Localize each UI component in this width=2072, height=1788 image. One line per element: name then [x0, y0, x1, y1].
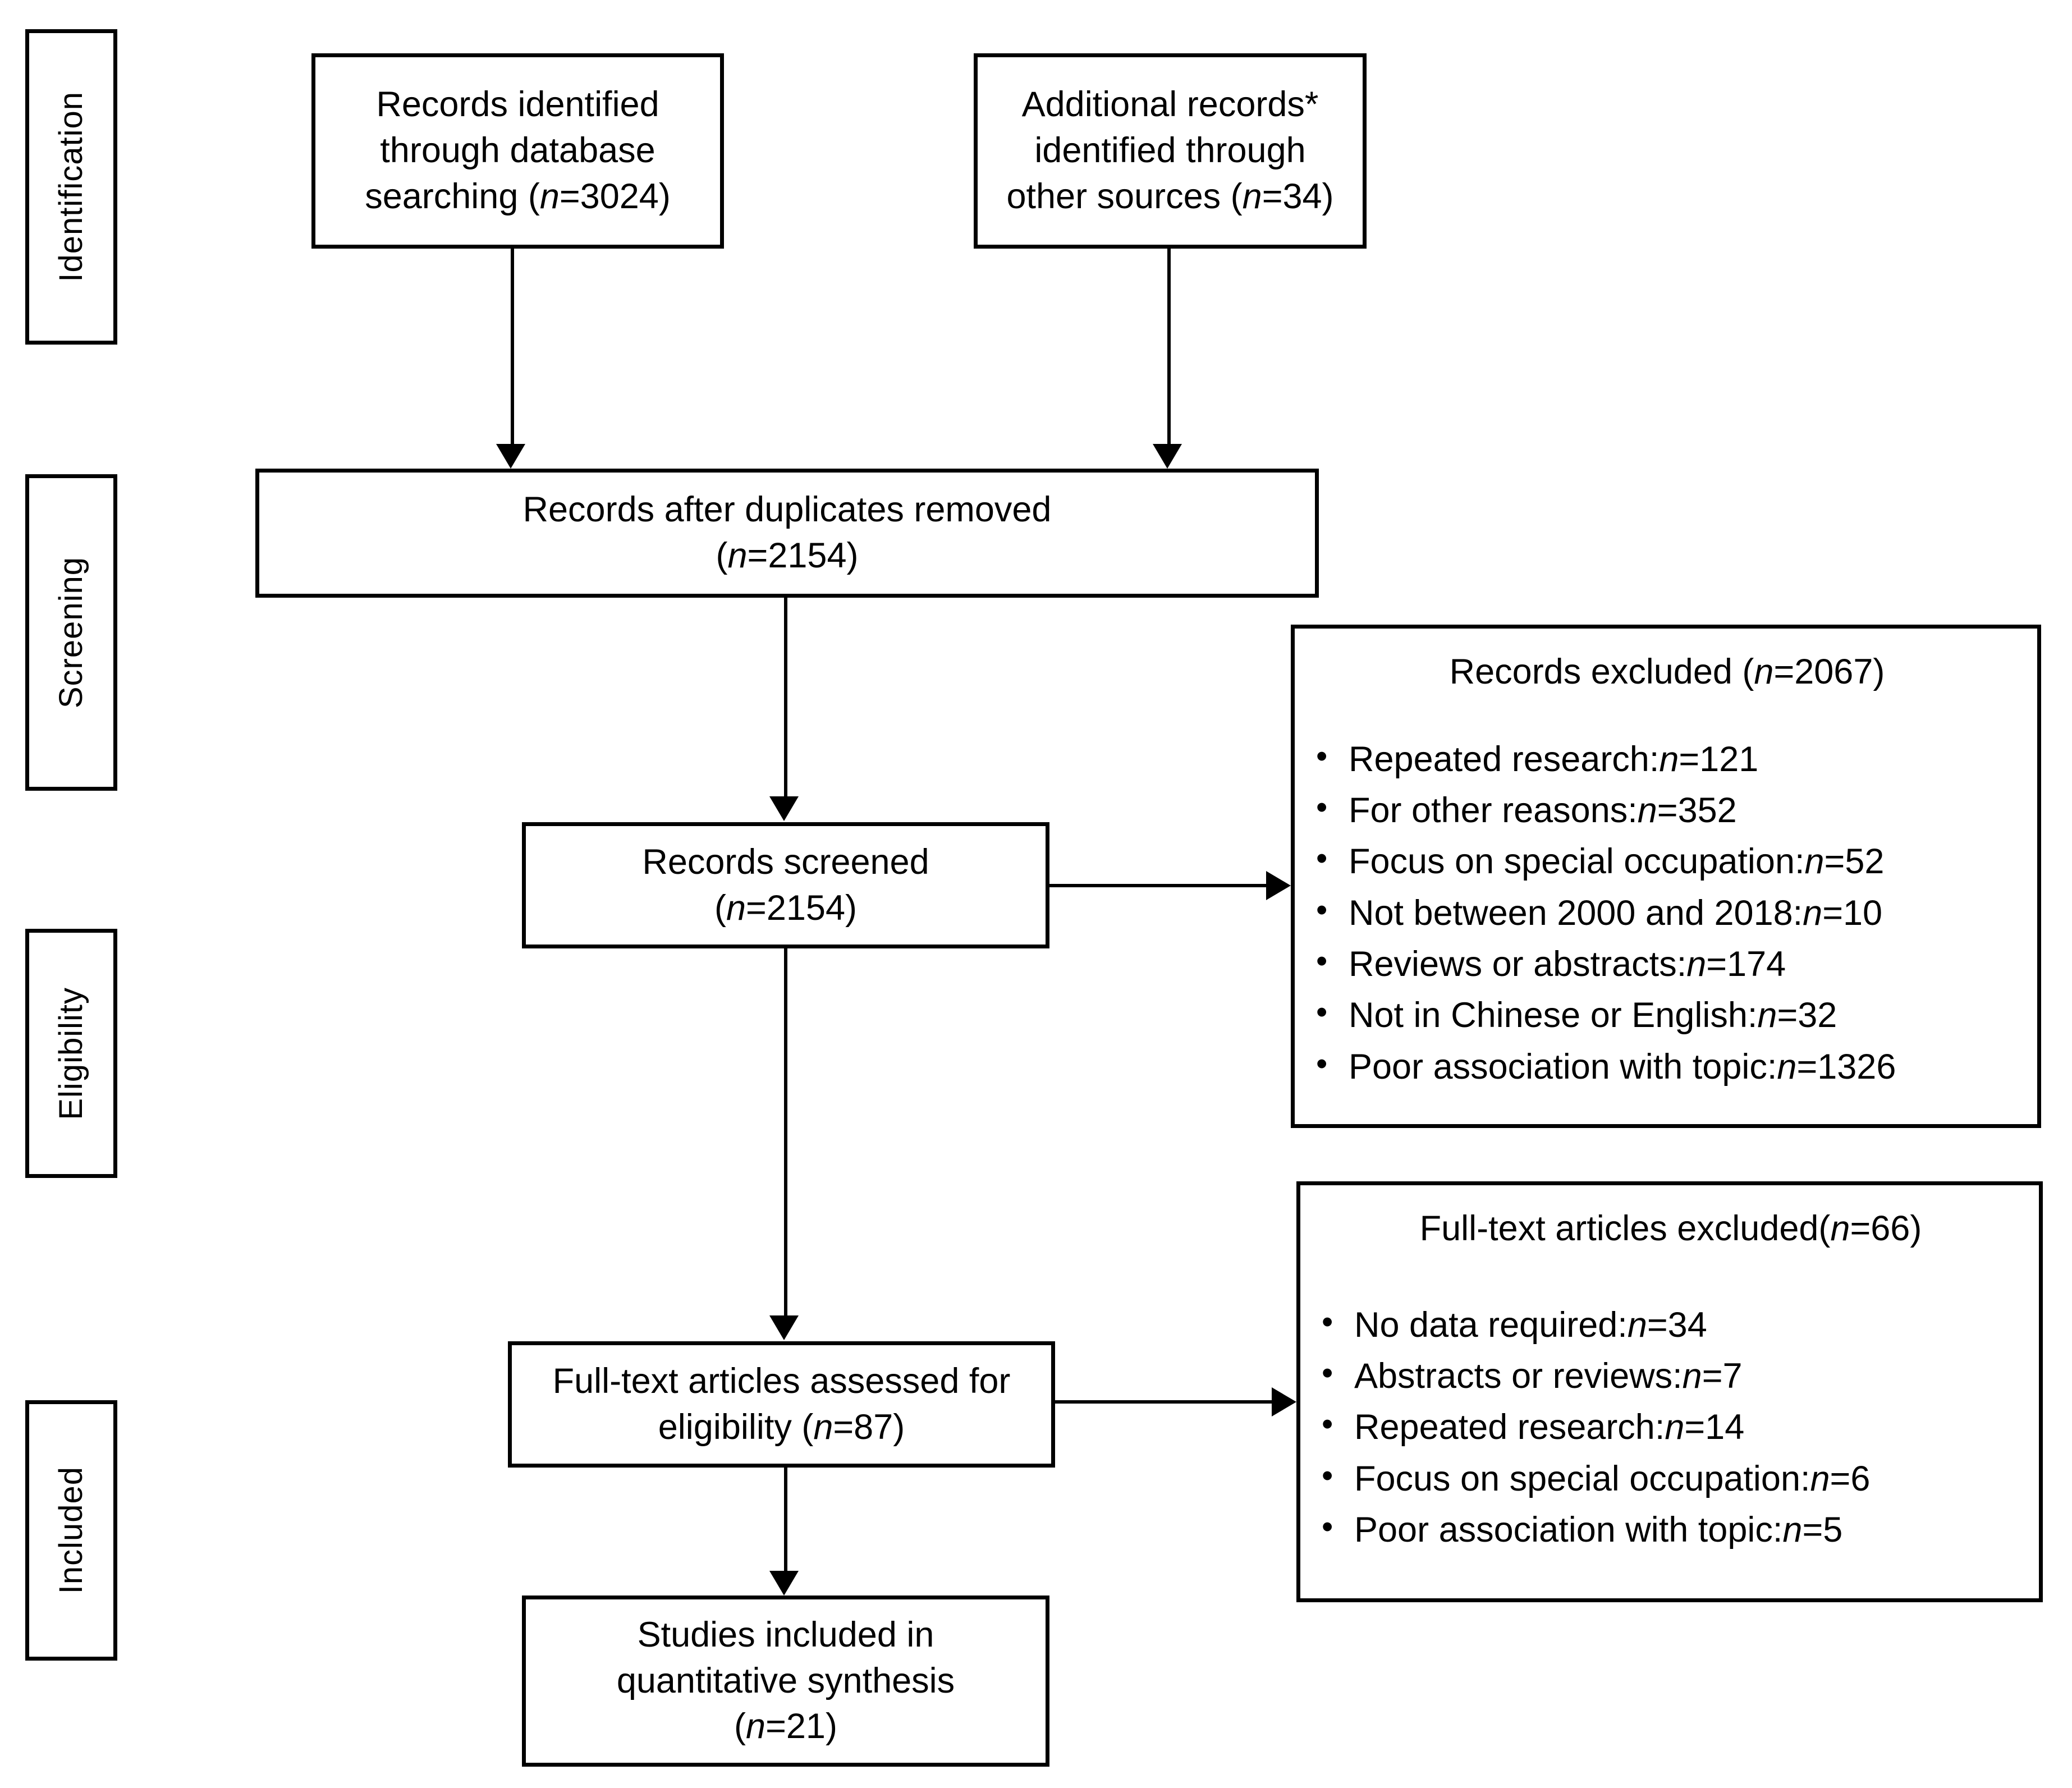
list-item: For other reasons:n=352 — [1308, 784, 2026, 836]
list-item: Not between 2000 and 2018:n=10 — [1308, 887, 2026, 939]
box-additional-records-other-sources: Additional records* identified through o… — [974, 53, 1367, 249]
box-records-excluded-title: Records excluded (n=2067) — [1449, 652, 1885, 691]
box-fulltext-articles-assessed: Full-text articles assessed for eligibil… — [508, 1341, 1055, 1468]
connector-other-sources-to-duplicates — [1167, 249, 1171, 445]
box-records-excluded: Records excluded (n=2067) Repeated resea… — [1291, 625, 2041, 1128]
stage-label-screening: Screening — [25, 474, 117, 791]
list-item: Reviews or abstracts:n=174 — [1308, 938, 2026, 990]
stage-label-included-text: Included — [53, 1466, 89, 1594]
box-fulltext-articles-excluded: Full-text articles excluded(n=66) No dat… — [1296, 1181, 2043, 1602]
connector-duplicates-to-screened — [784, 598, 787, 797]
connector-fulltext-to-excluded — [1055, 1400, 1273, 1404]
connector-screened-to-excluded — [1049, 884, 1267, 887]
list-item: Repeated research:n=121 — [1308, 733, 2026, 785]
arrowhead-database-to-duplicates — [496, 444, 525, 469]
stage-label-identification-text: Identification — [53, 91, 89, 282]
fulltext-excluded-reason-list: No data required:n=34 Abstracts or revie… — [1314, 1299, 2028, 1556]
stage-label-eligibility-text: Eligibility — [53, 987, 89, 1120]
list-item: Not in Chinese or English:n=32 — [1308, 989, 2026, 1041]
arrowhead-fulltext-to-included — [769, 1571, 799, 1596]
arrowhead-screened-to-excluded — [1266, 871, 1291, 900]
box-studies-included: Studies included in quantitative synthes… — [522, 1596, 1049, 1767]
box-additional-records-other-sources-text: Additional records* identified through o… — [1006, 85, 1334, 216]
list-item: Focus on special occupation:n=6 — [1314, 1452, 2028, 1505]
box-records-after-duplicates-removed: Records after duplicates removed (n=2154… — [255, 469, 1319, 598]
arrowhead-other-sources-to-duplicates — [1153, 444, 1182, 469]
box-records-screened: Records screened (n=2154) — [522, 822, 1049, 948]
box-fulltext-articles-excluded-title: Full-text articles excluded(n=66) — [1419, 1209, 1922, 1248]
connector-database-to-duplicates — [511, 249, 514, 445]
stage-label-identification: Identification — [25, 29, 117, 345]
list-item: Abstracts or reviews:n=7 — [1314, 1350, 2028, 1402]
arrowhead-fulltext-to-excluded — [1272, 1387, 1296, 1416]
list-item: Poor association with topic:n=5 — [1314, 1503, 2028, 1556]
box-fulltext-articles-assessed-text: Full-text articles assessed for eligibil… — [552, 1361, 1011, 1447]
connector-screened-to-fulltext — [784, 948, 787, 1317]
box-records-identified-database-text: Records identified through database sear… — [365, 85, 671, 216]
list-item: No data required:n=34 — [1314, 1299, 2028, 1351]
list-item: Repeated research:n=14 — [1314, 1401, 2028, 1453]
stage-label-included: Included — [25, 1400, 117, 1661]
arrowhead-screened-to-fulltext — [769, 1315, 799, 1340]
stage-label-eligibility: Eligibility — [25, 929, 117, 1178]
box-records-after-duplicates-removed-text: Records after duplicates removed (n=2154… — [522, 490, 1052, 575]
stage-label-screening-text: Screening — [53, 556, 89, 709]
records-excluded-reason-list: Repeated research:n=121 For other reason… — [1308, 733, 2026, 1093]
box-records-screened-text: Records screened (n=2154) — [642, 842, 929, 928]
box-records-identified-database: Records identified through database sear… — [311, 53, 724, 249]
list-item: Poor association with topic:n=1326 — [1308, 1040, 2026, 1093]
connector-fulltext-to-included — [784, 1468, 787, 1572]
box-studies-included-text: Studies included in quantitative synthes… — [616, 1615, 955, 1746]
arrowhead-duplicates-to-screened — [769, 796, 799, 821]
list-item: Focus on special occupation:n=52 — [1308, 835, 2026, 887]
